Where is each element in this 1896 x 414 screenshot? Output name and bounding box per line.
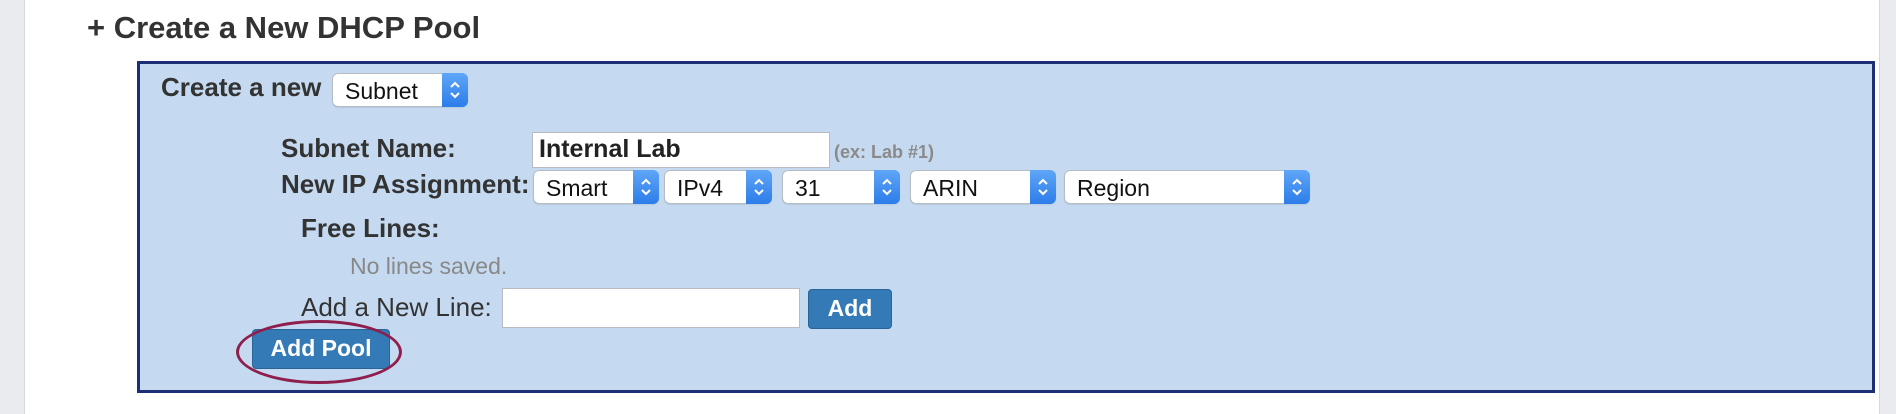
chevron-up-down-icon [442,73,468,107]
ip-mode-select[interactable]: Smart [533,170,659,204]
highlight-ring [236,320,402,384]
chevron-up-down-icon [746,170,772,204]
ip-version-value: IPv4 [677,175,724,201]
add-line-input[interactable] [502,288,800,328]
add-line-button[interactable]: Add [808,289,892,329]
create-new-label: Create a new [161,72,322,102]
add-line-label: Add a New Line: [301,292,492,322]
no-lines-text: No lines saved. [350,253,508,279]
ip-mode-value: Smart [546,175,608,201]
subnet-name-hint: (ex: Lab #1) [834,142,935,162]
ip-assignment-label: New IP Assignment: [281,169,530,199]
subnet-name-input[interactable]: Internal Lab [532,132,830,168]
rir-value: ARIN [923,175,978,201]
rir-select[interactable]: ARIN [910,170,1056,204]
create-type-value: Subnet [345,78,418,104]
free-lines-label: Free Lines: [301,213,440,243]
create-type-select[interactable]: Subnet [332,73,468,107]
ip-version-select[interactable]: IPv4 [664,170,772,204]
region-value: Region [1077,175,1150,201]
chevron-up-down-icon [874,170,900,204]
ip-mask-value: 31 [795,175,821,201]
subnet-name-label: Subnet Name: [281,133,456,163]
chevron-up-down-icon [1284,170,1310,204]
ip-mask-select[interactable]: 31 [782,170,900,204]
region-select[interactable]: Region [1064,170,1310,204]
section-title: + Create a New DHCP Pool [87,10,481,45]
page-content: + Create a New DHCP Pool Create a new Su… [24,0,1880,414]
chevron-up-down-icon [633,170,659,204]
chevron-up-down-icon [1030,170,1056,204]
